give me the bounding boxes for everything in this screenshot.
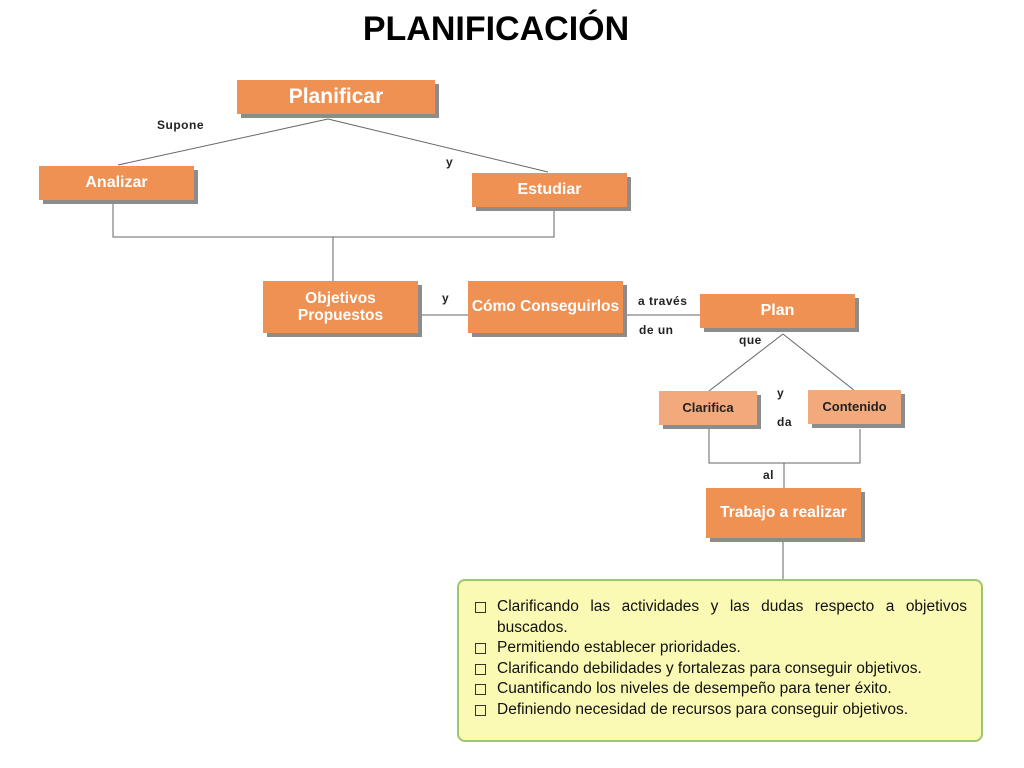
plan-node: Plan: [700, 294, 855, 328]
connector-da: da: [777, 415, 793, 429]
connector-y-contenido: y: [777, 386, 785, 400]
note-item: Definiendo necesidad de recursos para co…: [473, 700, 967, 721]
note-item: Clarificando las actividades y las dudas…: [473, 597, 967, 638]
planificar-node: Planificar: [237, 80, 435, 114]
connector-al: al: [763, 468, 775, 482]
analizar-node: Analizar: [39, 166, 194, 200]
clarifica-node: Clarifica: [659, 391, 757, 425]
checkbox-icon: [475, 663, 486, 675]
note-item: Cuantificando los niveles de desempeño p…: [473, 679, 967, 700]
connector-de-un: de un: [639, 323, 674, 337]
checkbox-icon: [475, 704, 486, 716]
contenido-node: Contenido: [808, 390, 901, 424]
trabajo-node: Trabajo a realizar: [706, 488, 861, 538]
checkbox-icon: [475, 602, 486, 613]
como-node: Cómo Conseguirlos: [468, 281, 623, 333]
notes-box: Clarificando las actividades y las dudas…: [457, 579, 983, 742]
note-item: Permitiendo establecer prioridades.: [473, 638, 967, 659]
estudiar-node: Estudiar: [472, 173, 627, 207]
checkbox-icon: [475, 684, 486, 695]
objetivos-node: Objetivos Propuestos: [263, 281, 418, 333]
connector-a-traves: a través: [638, 294, 688, 308]
connector-que: que: [739, 333, 762, 347]
page-title: PLANIFICACIÓN: [362, 10, 630, 48]
connector-y-estudiar: y: [446, 155, 454, 169]
note-item: Clarificando debilidades y fortalezas pa…: [473, 659, 967, 680]
connector-supone: Supone: [157, 118, 204, 132]
connector-y-como: y: [442, 291, 450, 305]
checkbox-icon: [475, 643, 486, 654]
